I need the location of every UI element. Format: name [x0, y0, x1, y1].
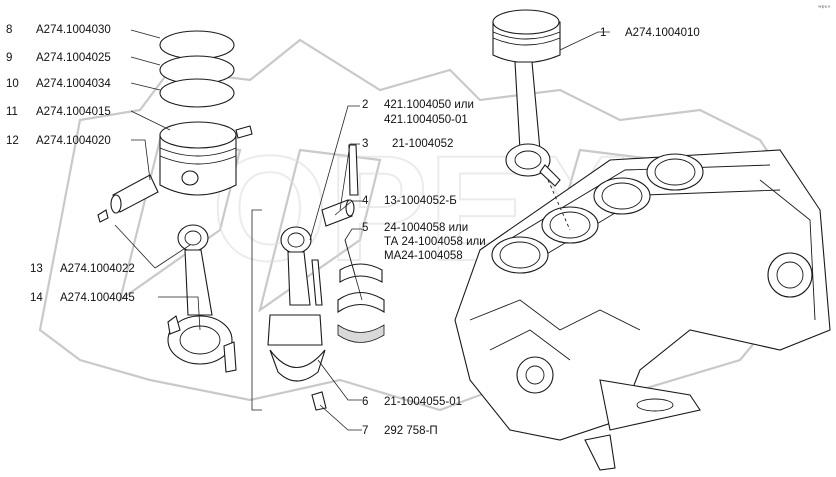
callout-10: 10 A274.1004034 — [6, 78, 111, 90]
callout-code: A274.1004045 — [60, 292, 135, 304]
callout-6: 6 21-1004055-01 — [362, 396, 462, 408]
piston-rod-assembly-1 — [492, 9, 571, 231]
callout-code: 292 758-П — [384, 425, 438, 437]
callout-number: 14 — [30, 292, 43, 304]
callout-5: 5 24-1004058 или ТА 24-1004058 или МА24-… — [362, 222, 486, 262]
callout-number: 7 — [362, 425, 368, 437]
callout-11: 11 A274.1004015 — [6, 106, 111, 118]
callout-2: 2 421.1004050 или 421.1004050-01 — [362, 99, 474, 126]
callout-number: 3 — [362, 138, 368, 150]
callout-7: 7 292 758-П — [362, 425, 438, 437]
callout-13: 13 A274.1004022 — [30, 263, 135, 275]
callout-number: 1 — [600, 27, 606, 39]
callout-number: 13 — [30, 263, 43, 275]
callout-code: 21-1004052 — [392, 138, 453, 150]
callout-code: A274.1004010 — [625, 27, 700, 39]
callout-code: 13-1004052-Б — [384, 195, 457, 207]
callout-3: 3 21-1004052 — [362, 138, 453, 150]
cylinder-block — [454, 149, 831, 471]
connecting-rod-middle — [267, 226, 326, 382]
piston-rings — [159, 30, 235, 108]
callout-code: A274.1004034 — [36, 78, 111, 90]
callout-number: 8 — [6, 24, 12, 36]
callout-code: 24-1004058 или — [384, 222, 468, 234]
callout-number: 9 — [6, 52, 12, 64]
callout-8: 8 A274.1004030 — [6, 24, 111, 36]
callout-code: A274.1004025 — [36, 52, 111, 64]
corner-mark: ʷᵖᵉˣ — [818, 4, 831, 12]
callout-14: 14 A274.1004045 — [30, 292, 135, 304]
callout-12: 12 A274.1004020 — [6, 135, 111, 147]
leader-lines — [114, 29, 610, 431]
connecting-rod-left — [167, 224, 237, 373]
callout-number: 6 — [362, 396, 368, 408]
callout-4: 4 13-1004052-Б — [362, 195, 457, 207]
callout-9: 9 A274.1004025 — [6, 52, 111, 64]
callout-number: 11 — [6, 106, 18, 118]
rod-nut — [311, 391, 327, 411]
callout-code: 421.1004050 или — [384, 99, 474, 111]
callout-number: 2 — [362, 99, 368, 111]
rod-bolt — [348, 144, 359, 196]
callout-number: 10 — [6, 78, 19, 90]
piston-pin — [97, 174, 159, 223]
callout-number: 5 — [362, 222, 368, 234]
callout-code: A274.1004030 — [36, 24, 111, 36]
callout-code-line3: МА24-1004058 — [384, 250, 463, 262]
bearing-shells — [337, 263, 385, 343]
callout-code: A274.1004022 — [60, 263, 135, 275]
callout-code-line2: ТА 24-1004058 или — [384, 236, 486, 248]
callout-number: 4 — [362, 195, 369, 207]
callout-1: 1 A274.1004010 — [600, 27, 700, 39]
callout-code: 21-1004055-01 — [384, 396, 462, 408]
callout-number: 12 — [6, 135, 19, 147]
group-bracket — [251, 209, 262, 411]
callout-code-line2: 421.1004050-01 — [384, 114, 468, 126]
callout-code: A274.1004020 — [36, 135, 111, 147]
piston — [159, 121, 253, 196]
callout-code: A274.1004015 — [36, 106, 111, 118]
